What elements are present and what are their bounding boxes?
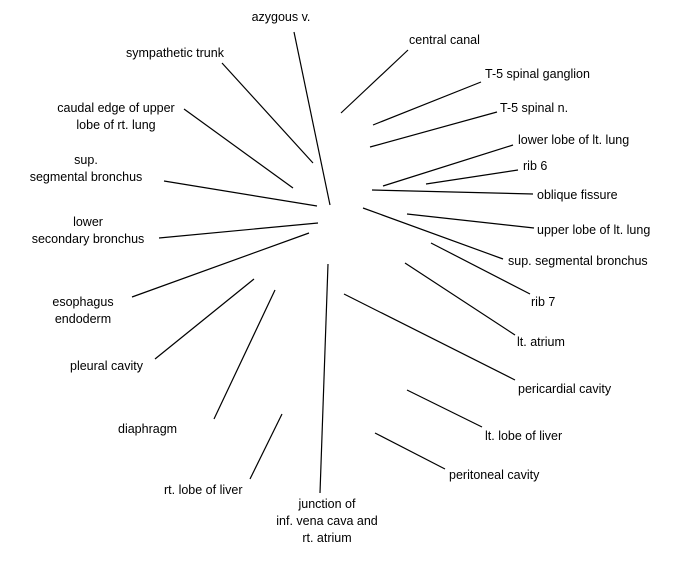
leader-t5-spinal-ganglion <box>372 81 482 126</box>
label-oblique-fissure: oblique fissure <box>537 188 618 202</box>
leader-diaphragm <box>213 289 276 420</box>
leader-peritoneal-cavity <box>374 432 446 470</box>
leader-junction-ivc-rt-atrium <box>319 263 329 494</box>
label-rib-7: rib 7 <box>531 295 556 309</box>
label-diaphragm: diaphragm <box>118 422 178 436</box>
label-t5-spinal-ganglion: T-5 spinal ganglion <box>485 67 590 81</box>
leader-central-canal <box>340 49 409 114</box>
label-lt-atrium: lt. atrium <box>517 335 565 349</box>
label-t5-spinal-n: T-5 spinal n. <box>500 101 569 115</box>
label-esophagus-endoderm: esophagus endoderm <box>52 295 114 326</box>
label-sympathetic-trunk: sympathetic trunk <box>126 46 224 60</box>
leader-sup-segmental-bronchus-left <box>163 180 318 207</box>
label-lower-secondary-bronchus: lower secondary bronchus <box>31 215 145 246</box>
leader-sup-segmental-bronchus-right <box>362 207 504 260</box>
label-pleural-cavity: pleural cavity <box>70 359 143 373</box>
label-lower-lobe-lt-lung: lower lobe of lt. lung <box>518 133 630 147</box>
leader-lt-lobe-of-liver <box>406 389 483 428</box>
leader-pericardial-cavity <box>343 293 516 381</box>
label-junction-ivc-rt-atrium: junction of inf. vena cava and rt. atriu… <box>276 497 378 545</box>
label-upper-lobe-lt-lung: upper lobe of lt. lung <box>537 223 651 237</box>
leader-oblique-fissure <box>371 189 534 195</box>
leader-lt-atrium <box>404 262 516 336</box>
leader-rt-lobe-of-liver <box>249 413 283 480</box>
leader-lower-secondary-bronchus <box>158 222 319 239</box>
leader-pleural-cavity <box>154 278 255 360</box>
leader-t5-spinal-n <box>369 111 498 148</box>
label-sup-segmental-bronchus-left: sup. segmental bronchus <box>29 153 143 184</box>
label-pericardial-cavity: pericardial cavity <box>518 382 612 396</box>
leader-azygous-v <box>293 31 331 206</box>
leader-rib-7 <box>430 242 531 295</box>
label-peritoneal-cavity: peritoneal cavity <box>449 468 540 482</box>
label-rt-lobe-of-liver: rt. lobe of liver <box>164 483 243 497</box>
leader-lower-lobe-lt-lung <box>382 144 514 187</box>
leader-sympathetic-trunk <box>221 62 314 164</box>
leader-esophagus-endoderm <box>131 232 310 298</box>
leader-upper-lobe-lt-lung <box>406 213 535 229</box>
label-sup-segmental-bronchus-right: sup. segmental bronchus <box>508 254 648 268</box>
leader-caudal-edge-upper-lobe <box>183 108 294 189</box>
label-rib-6: rib 6 <box>523 159 548 173</box>
label-azygous-v: azygous v. <box>251 10 311 24</box>
label-lt-lobe-of-liver: lt. lobe of liver <box>485 429 563 443</box>
label-caudal-edge-upper-lobe: caudal edge of upper lobe of rt. lung <box>57 101 175 132</box>
label-central-canal: central canal <box>409 33 480 47</box>
leader-rib-6 <box>425 169 519 185</box>
